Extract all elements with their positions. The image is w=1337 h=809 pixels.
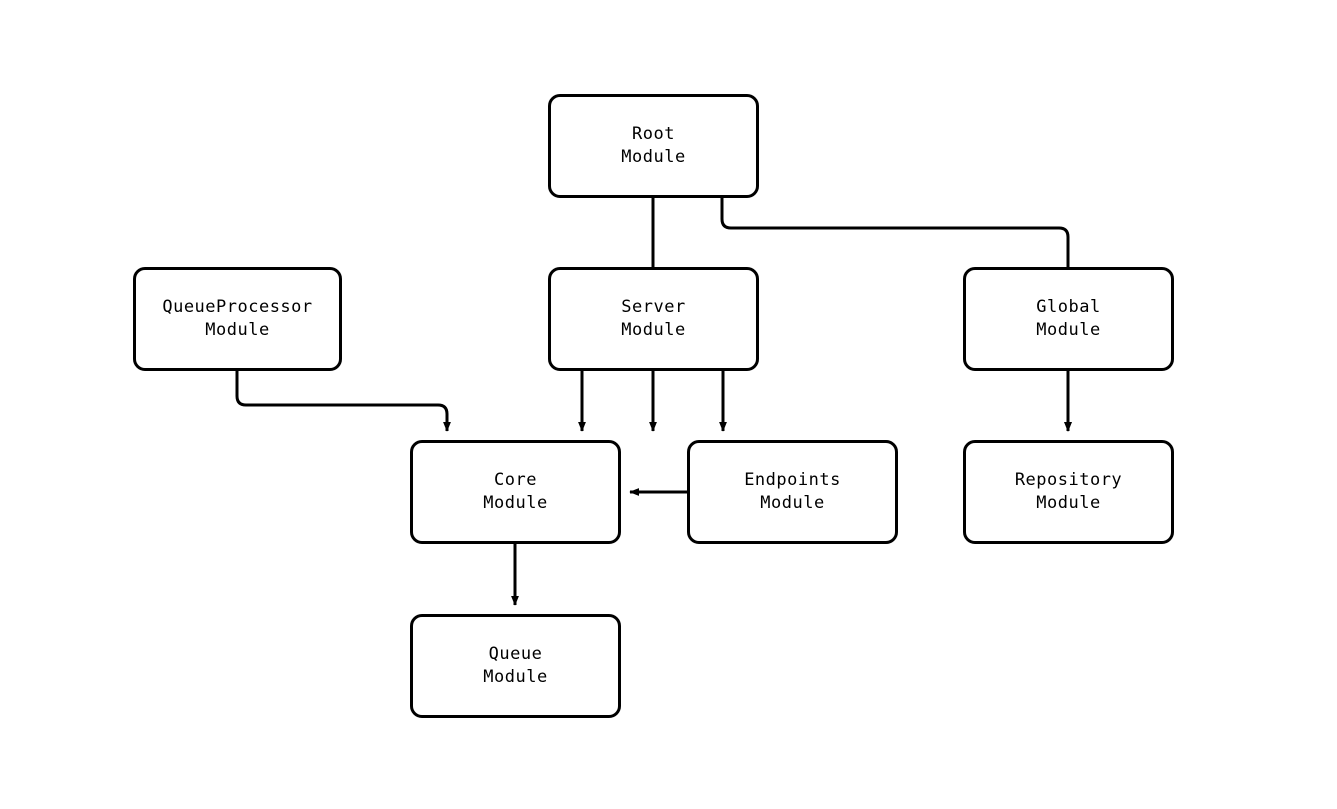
node-core-module-suffix: Module [483,493,548,513]
node-core-module[interactable]: Core Module [410,440,621,544]
node-endpoints-module-name: Endpoints [744,470,841,491]
edge-queueprocessor-core [235,371,451,432]
node-root-module-name: Root [632,124,675,145]
node-global-module-name: Global [1036,297,1101,318]
node-server-module-name: Server [621,297,686,318]
node-repository-module-suffix: Module [1036,493,1101,513]
node-core-module-name: Core [494,470,537,491]
node-server-module[interactable]: Server Module [548,267,759,371]
node-endpoints-module-suffix: Module [760,493,825,513]
node-root-module-suffix: Module [621,147,686,167]
node-queueprocessor-module-name: QueueProcessor [162,297,313,318]
node-root-module[interactable]: Root Module [548,94,759,198]
node-global-module[interactable]: Global Module [963,267,1174,371]
node-queueprocessor-module-suffix: Module [205,320,270,340]
node-queue-module[interactable]: Queue Module [410,614,621,718]
node-repository-module[interactable]: Repository Module [963,440,1174,544]
node-server-module-suffix: Module [621,320,686,340]
node-repository-module-name: Repository [1014,470,1123,491]
node-queueprocessor-module[interactable]: QueueProcessor Module [133,267,342,371]
node-endpoints-module[interactable]: Endpoints Module [687,440,898,544]
node-global-module-suffix: Module [1036,320,1101,340]
node-queue-module-suffix: Module [483,667,548,687]
node-queue-module-name: Queue [488,644,543,665]
